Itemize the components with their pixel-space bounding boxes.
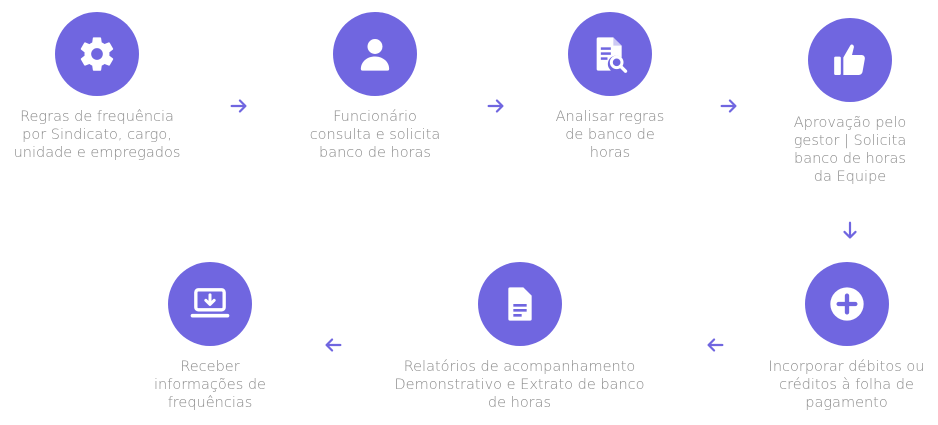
step-analyze-rules: Analisar regras de banco de horas [535,12,685,162]
arrow-right-icon [228,95,250,117]
step-label: Incorporar débitos ou créditos à folha d… [768,359,925,411]
gear-icon [80,37,114,71]
step-employee-request: Funcionário consulta e solicita banco de… [290,12,460,162]
plus-circle-icon [829,287,864,321]
step-circle [808,18,892,102]
step-label: Regras de frequência por Sindicato, carg… [13,109,181,161]
step-label: Receber informações de frequências [154,359,266,411]
step-manager-approval: Aprovação pelo gestor | Solicita banco d… [775,18,925,186]
laptop-download-icon [190,288,230,318]
arrow-right-icon [718,95,740,117]
step-circle [333,12,417,96]
thumbs-up-icon [834,44,865,76]
step-label: Relatórios de acompanhamento Demonstrati… [394,359,645,411]
arrow-down-icon [839,220,861,242]
document-icon [507,287,532,321]
step-circle [55,12,139,96]
step-label: Analisar regras de banco de horas [555,109,665,161]
arrow-right-icon [485,95,507,117]
step-receive-info: Receber informações de frequências [135,262,285,412]
step-label: Aprovação pelo gestor | Solicita banco d… [793,115,907,185]
document-search-icon [596,37,628,73]
step-circle [804,262,889,346]
step-circle [477,262,562,346]
step-circle [168,262,252,346]
step-frequency-rules: Regras de frequência por Sindicato, carg… [2,12,192,162]
user-icon [360,39,390,71]
step-reports: Relatórios de acompanhamento Demonstrati… [372,262,667,412]
step-incorporate-payroll: Incorporar débitos ou créditos à folha d… [755,262,938,412]
step-circle [568,12,652,96]
arrow-left-icon [704,334,726,356]
arrow-left-icon [322,334,344,356]
step-label: Funcionário consulta e solicita banco de… [309,109,441,161]
